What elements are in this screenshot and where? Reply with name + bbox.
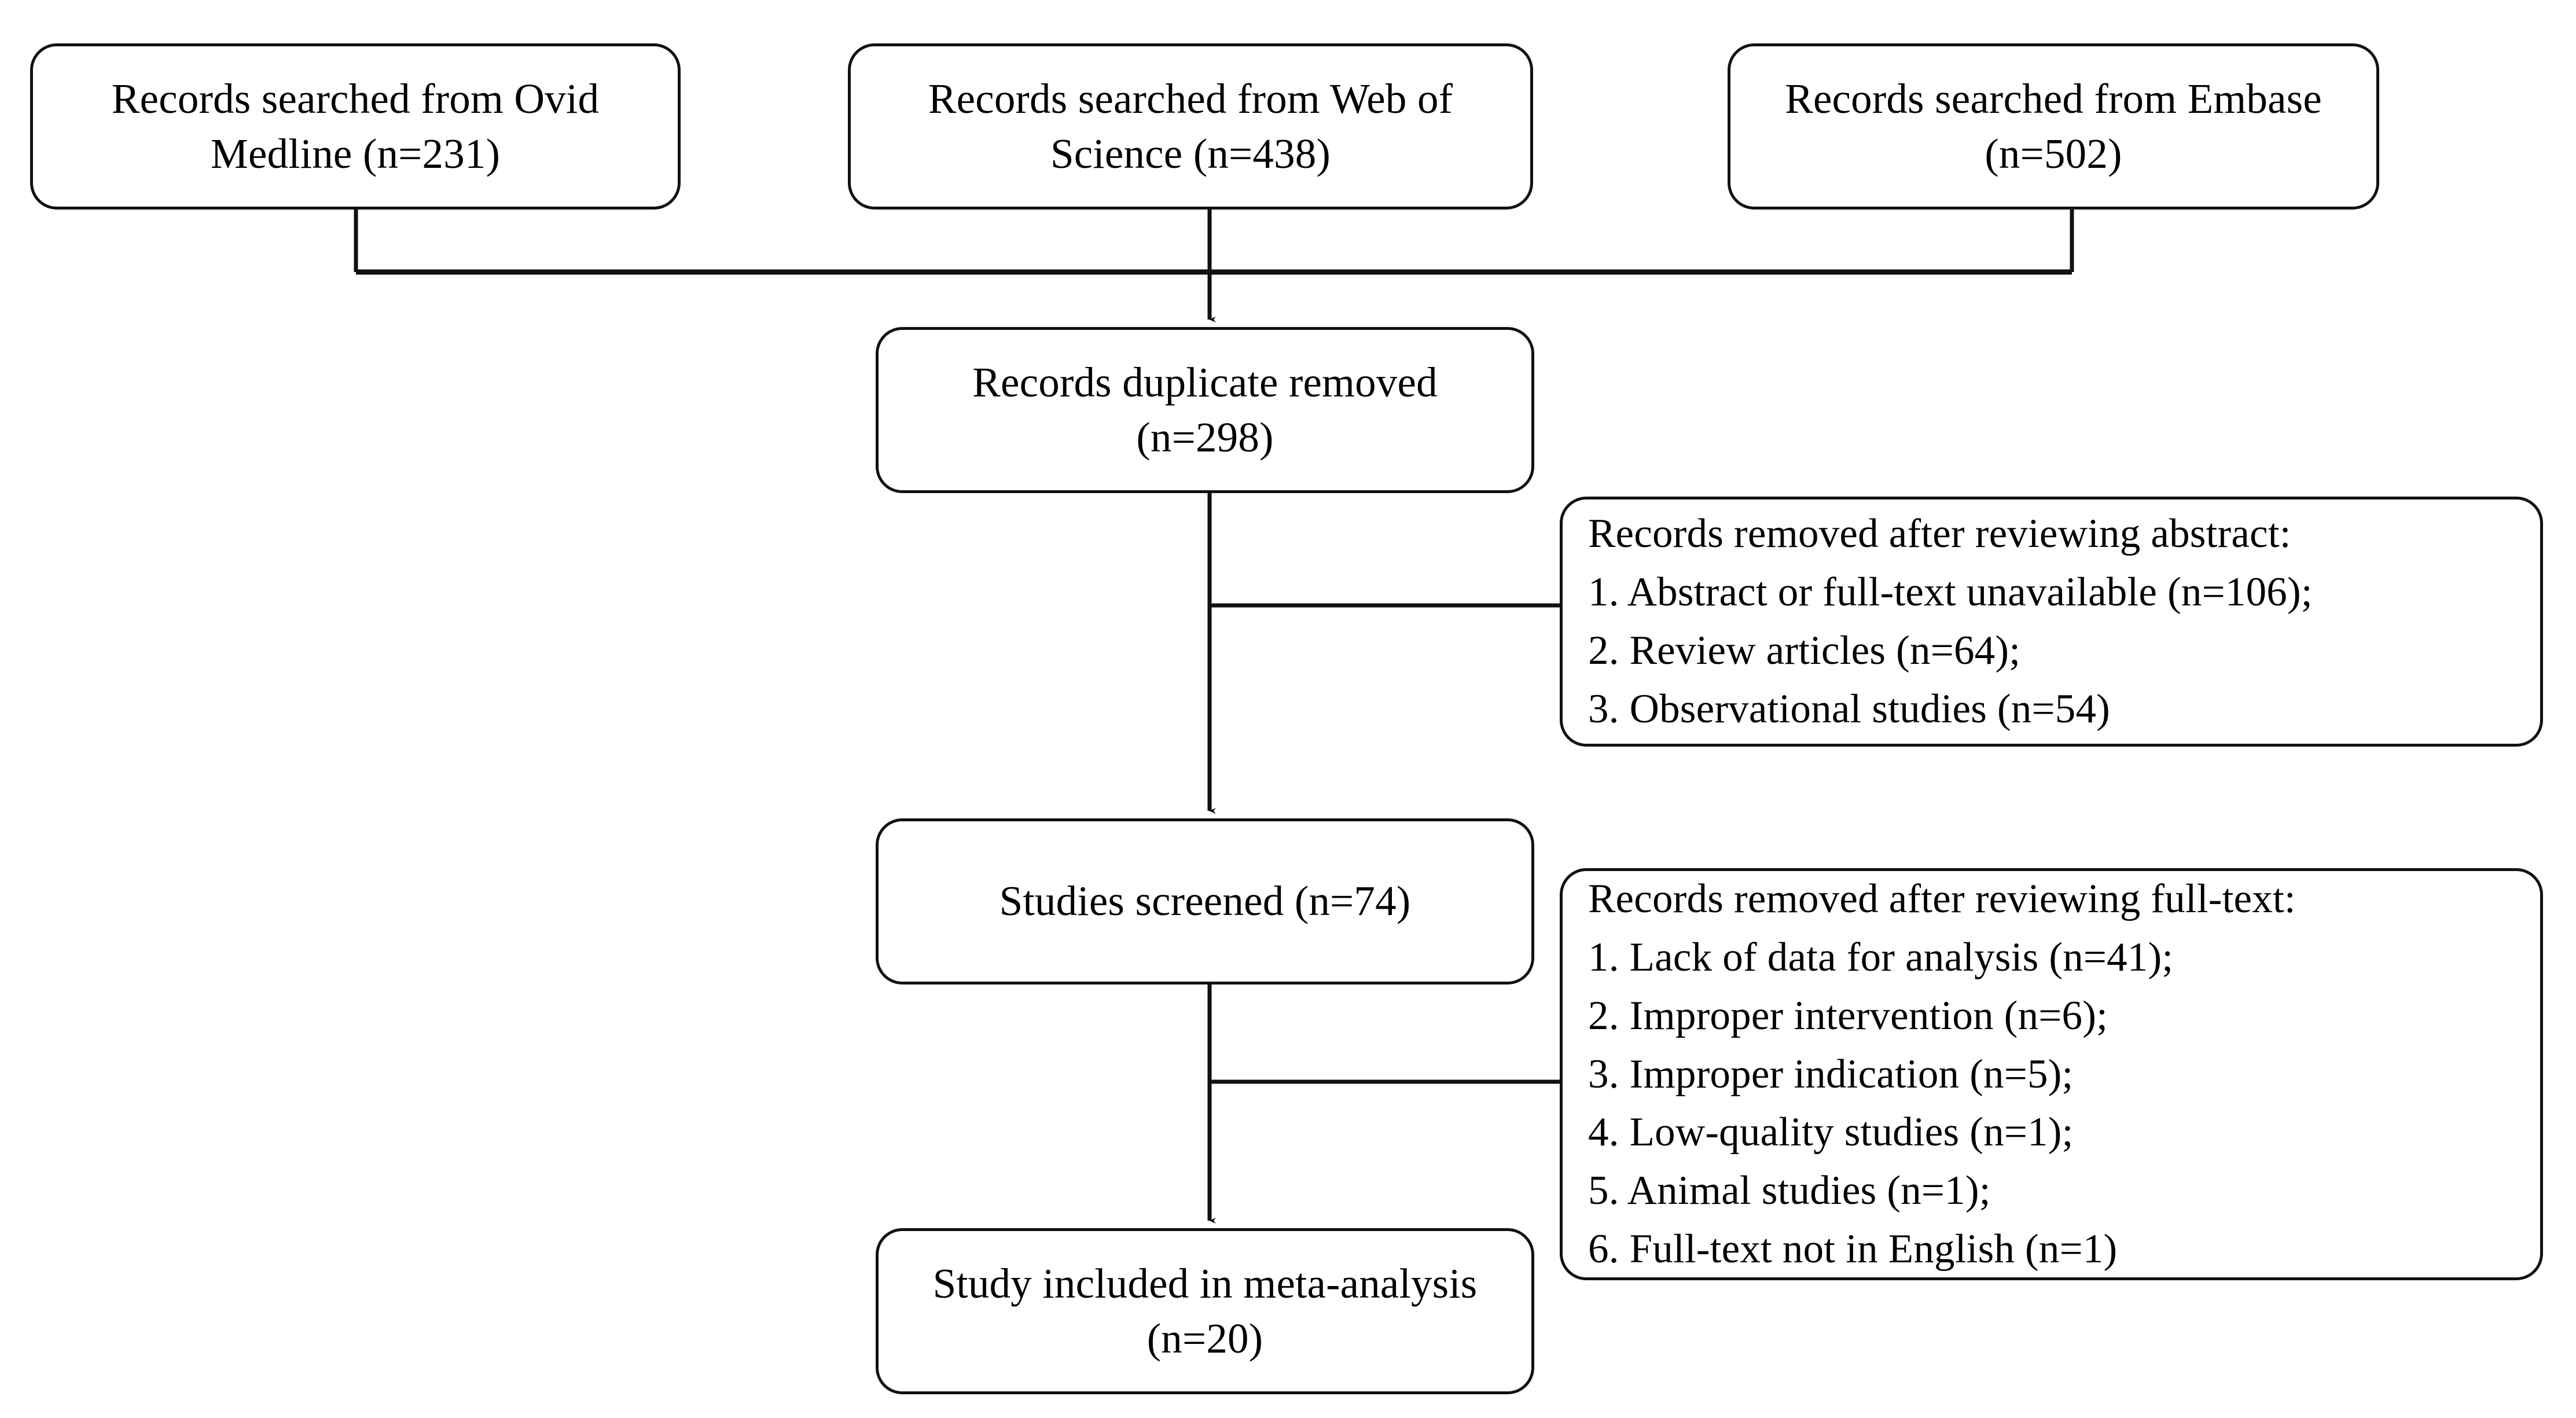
node-text-line: Records duplicate removed [972,358,1438,406]
node-text-line: Study included in meta-analysis [932,1259,1478,1307]
exclusion-item: 5. Animal studies (n=1); [1588,1168,1991,1214]
node-text-line: (n=502) [1985,130,2122,177]
node-text-line: Medline (n=231) [210,130,501,177]
exclusion-heading: Records removed after reviewing abstract… [1588,511,2291,557]
exclusion-item: 2. Improper intervention (n=6); [1588,993,2108,1038]
node-records-searched-embase: Records searched from Embase (n=502) [1728,43,2379,210]
exclusion-item: 4. Low-quality studies (n=1); [1588,1110,2074,1155]
exclusion-item: 1. Lack of data for analysis (n=41); [1588,934,2174,980]
node-records-searched-ovid-medline: Records searched from Ovid Medline (n=23… [30,43,681,210]
exclusion-item: 3. Observational studies (n=54) [1588,686,2111,732]
node-text-line: Records searched from Ovid [111,75,600,122]
exclusion-item: 3. Improper indication (n=5); [1588,1051,2074,1097]
node-text-line: Studies screened (n=74) [999,877,1411,925]
node-studies-screened: Studies screened (n=74) [876,818,1534,984]
node-text-line: (n=20) [1146,1314,1263,1362]
exclusion-heading: Records removed after reviewing full-tex… [1588,876,2296,922]
node-text-line: Science (n=438) [1050,130,1331,177]
node-text-line: Records searched from Embase [1785,75,2322,122]
exclusion-item: 1. Abstract or full-text unavailable (n=… [1588,570,2313,615]
node-study-included-in-meta-analysis: Study included in meta-analysis (n=20) [876,1228,1534,1394]
node-records-searched-web-of-science: Records searched from Web of Science (n=… [848,43,1533,210]
exclusion-item: 6. Full-text not in English (n=1) [1588,1226,2118,1272]
node-records-duplicate-removed: Records duplicate removed (n=298) [876,327,1534,493]
node-records-removed-after-abstract: Records removed after reviewing abstract… [1560,497,2543,747]
node-records-removed-after-full-text: Records removed after reviewing full-tex… [1560,868,2543,1280]
node-text-line: (n=298) [1136,413,1274,461]
node-text-line: Records searched from Web of [928,75,1453,122]
exclusion-item: 2. Review articles (n=64); [1588,628,2021,673]
